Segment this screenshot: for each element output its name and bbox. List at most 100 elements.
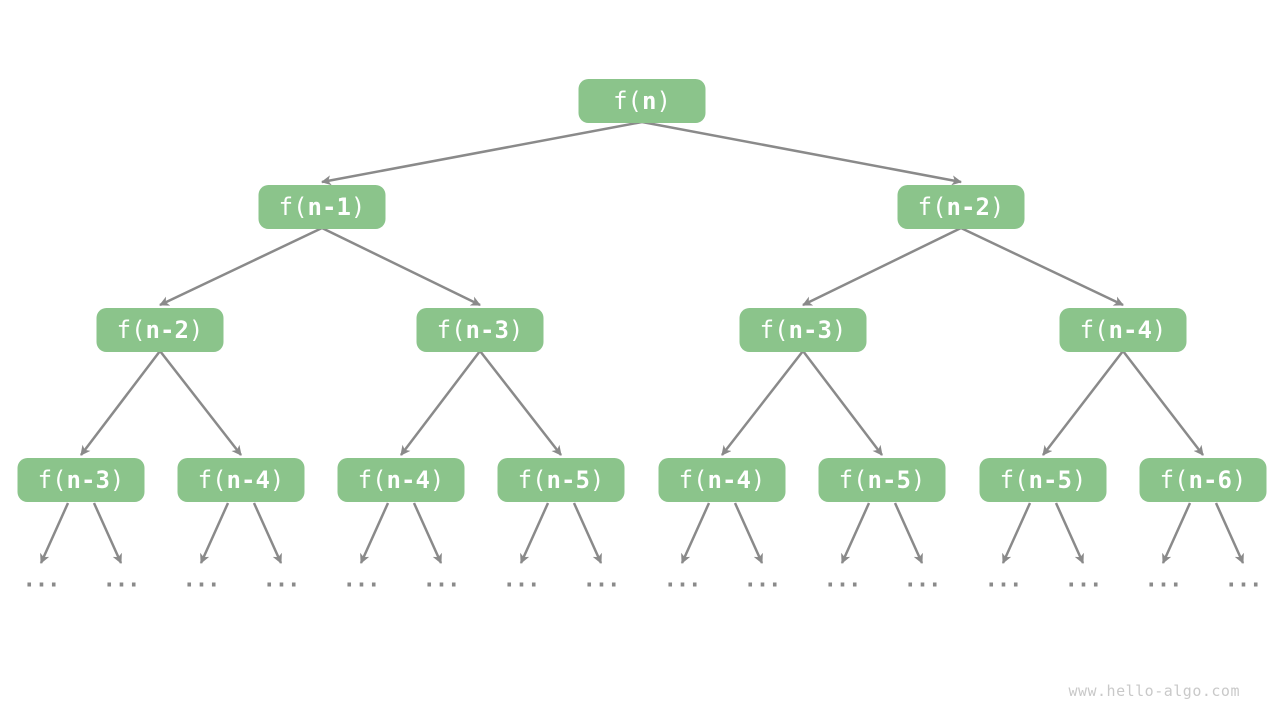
node-label-prefix: f( [517, 466, 547, 494]
tree-node-f-n-4: f(n-4) [177, 458, 305, 502]
node-label-argument: n-3 [465, 316, 509, 344]
node-label-suffix: ) [1151, 316, 1167, 344]
ellipsis-subtree: ... [582, 567, 621, 593]
ellipsis-subtree: ... [743, 567, 782, 593]
tree-node-f-n-3: f(n-3) [17, 458, 145, 502]
edge-arrow [802, 226, 962, 307]
edge-arrow [400, 350, 481, 456]
edge-arrow [680, 502, 711, 564]
ellipsis-subtree: ... [823, 567, 862, 593]
ellipsis-subtree: ... [262, 567, 301, 593]
tree-node-f-n-4: f(n-4) [1059, 308, 1187, 352]
ellipsis-subtree: ... [663, 567, 702, 593]
tree-node-f-n-6: f(n-6) [1139, 458, 1267, 502]
tree-node-f-n: f(n) [578, 79, 706, 123]
edge-arrow [802, 350, 883, 456]
node-label-suffix: ) [350, 193, 366, 221]
node-label-argument: n-3 [788, 316, 832, 344]
node-label-prefix: f( [278, 193, 308, 221]
node-label-suffix: ) [989, 193, 1005, 221]
ellipsis-subtree: ... [422, 567, 461, 593]
node-label-argument: n-5 [546, 466, 590, 494]
node-label-argument: n-4 [226, 466, 270, 494]
edge-arrow [1161, 502, 1192, 564]
ellipsis-subtree: ... [984, 567, 1023, 593]
node-label-argument: n-4 [1108, 316, 1152, 344]
edge-arrow [519, 502, 550, 564]
edge-arrow [893, 502, 924, 564]
edge-arrow [1042, 350, 1124, 456]
node-label-argument: n-5 [1028, 466, 1072, 494]
node-label-prefix: f( [197, 466, 227, 494]
node-label-argument: n-4 [707, 466, 751, 494]
node-label-suffix: ) [429, 466, 445, 494]
edge-arrow [321, 226, 481, 307]
node-label-suffix: ) [589, 466, 605, 494]
node-label-suffix: ) [508, 316, 524, 344]
node-label-prefix: f( [838, 466, 868, 494]
edge-arrow [840, 502, 871, 564]
node-label-argument: n-4 [386, 466, 430, 494]
node-label-prefix: f( [357, 466, 387, 494]
edge-arrow [1214, 502, 1245, 564]
node-label-suffix: ) [1071, 466, 1087, 494]
edge-arrow [960, 226, 1124, 307]
edge-arrow [572, 502, 603, 564]
node-label-argument: n [642, 87, 657, 115]
node-label-argument: n-2 [145, 316, 189, 344]
edge-arrow [1001, 502, 1032, 564]
node-label-suffix: ) [910, 466, 926, 494]
tree-node-f-n-3: f(n-3) [739, 308, 867, 352]
node-label-prefix: f( [917, 193, 947, 221]
ellipsis-subtree: ... [182, 567, 221, 593]
ellipsis-subtree: ... [342, 567, 381, 593]
edge-arrow [733, 502, 764, 564]
tree-node-f-n-5: f(n-5) [818, 458, 946, 502]
node-label-suffix: ) [750, 466, 766, 494]
node-label-prefix: f( [759, 316, 789, 344]
ellipsis-subtree: ... [1144, 567, 1183, 593]
node-label-prefix: f( [999, 466, 1029, 494]
node-label-argument: n-1 [307, 193, 351, 221]
node-label-argument: n-3 [66, 466, 110, 494]
node-label-suffix: ) [269, 466, 285, 494]
edge-arrow [641, 120, 962, 186]
node-label-suffix: ) [109, 466, 125, 494]
edge-arrow [1054, 502, 1085, 564]
node-label-argument: n-6 [1188, 466, 1232, 494]
ellipsis-subtree: ... [102, 567, 141, 593]
edge-arrow [252, 502, 283, 564]
watermark: www.hello-algo.com [1068, 682, 1240, 700]
tree-node-f-n-1: f(n-1) [258, 185, 386, 229]
edge-arrow [412, 502, 443, 564]
node-label-suffix: ) [1231, 466, 1247, 494]
node-label-prefix: f( [678, 466, 708, 494]
edge-arrow [479, 350, 562, 456]
ellipsis-subtree: ... [1064, 567, 1103, 593]
node-label-suffix: ) [656, 87, 671, 115]
tree-node-f-n-4: f(n-4) [658, 458, 786, 502]
node-label-prefix: f( [436, 316, 466, 344]
edge-arrow [1122, 350, 1204, 456]
edge-arrow [92, 502, 123, 564]
node-label-prefix: f( [116, 316, 146, 344]
node-label-prefix: f( [1159, 466, 1189, 494]
edge-arrow [80, 350, 161, 456]
tree-node-f-n-2: f(n-2) [897, 185, 1025, 229]
ellipsis-subtree: ... [22, 567, 61, 593]
node-label-argument: n-2 [946, 193, 990, 221]
tree-node-f-n-4: f(n-4) [337, 458, 465, 502]
edge-arrow [199, 502, 230, 564]
tree-node-f-n-5: f(n-5) [497, 458, 625, 502]
edge-arrow [159, 350, 242, 456]
tree-node-f-n-2: f(n-2) [96, 308, 224, 352]
node-label-argument: n-5 [867, 466, 911, 494]
tree-node-f-n-5: f(n-5) [979, 458, 1107, 502]
ellipsis-subtree: ... [502, 567, 541, 593]
edge-arrow [159, 226, 323, 307]
node-label-prefix: f( [37, 466, 67, 494]
node-label-prefix: f( [613, 87, 642, 115]
edge-arrow [359, 502, 390, 564]
tree-node-f-n-3: f(n-3) [416, 308, 544, 352]
